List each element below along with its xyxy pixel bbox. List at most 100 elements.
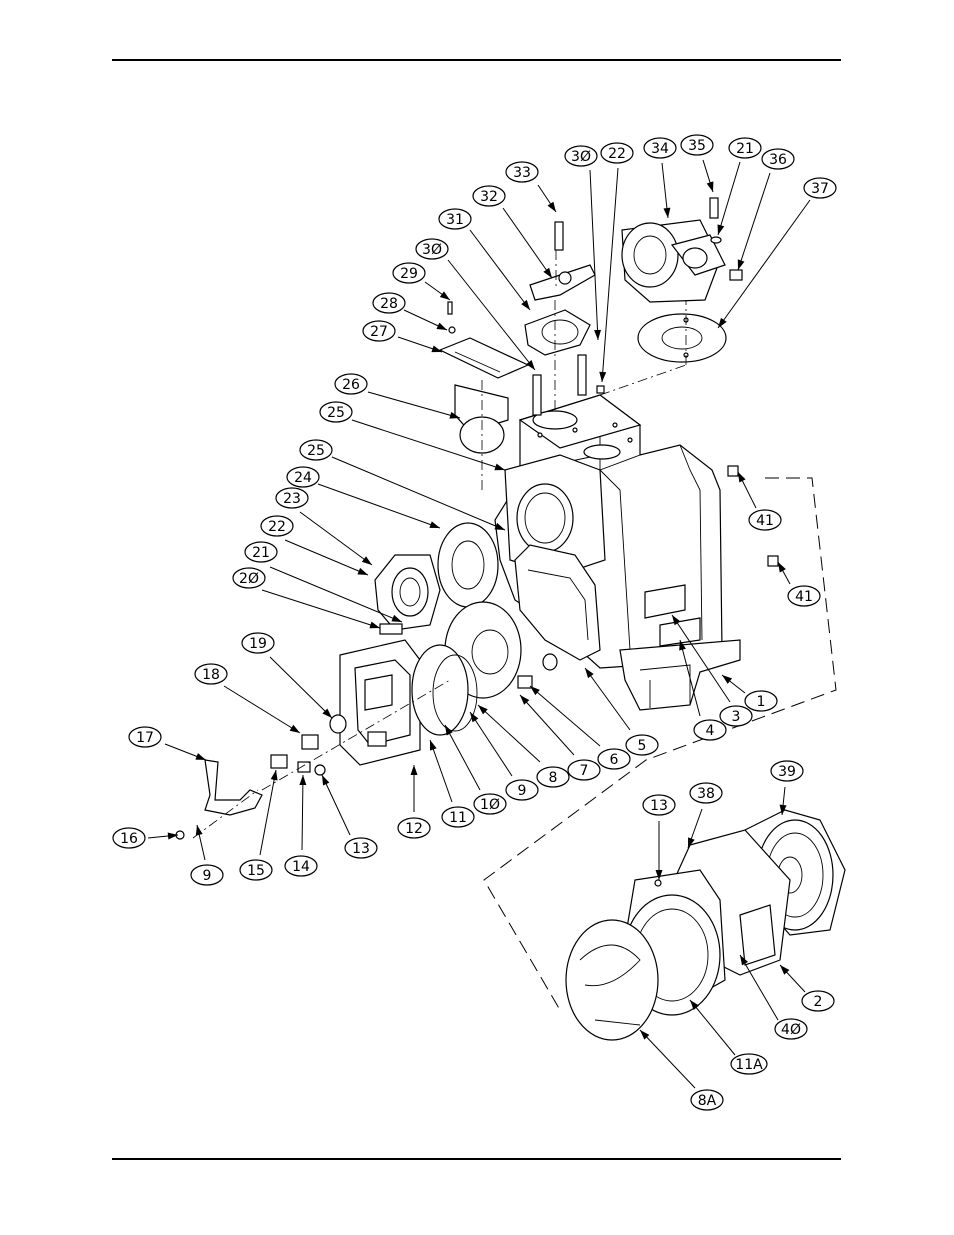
callout-label: 31 [446,212,464,228]
callout-arrow [663,208,670,218]
callout-11A: 11A [690,1000,767,1074]
callout-14: 14 [285,775,317,876]
callout-15: 15 [240,770,278,880]
discharge-gasket [638,314,726,362]
callout-arrow [548,202,556,212]
nut-22 [597,386,604,393]
callout-36: 36 [738,149,794,270]
callout-arrow [718,224,725,235]
callout-label: 4Ø [781,1022,801,1038]
gasket-19 [330,715,346,733]
callout-leader [478,705,540,762]
callout-arrow [436,323,447,330]
callout-arrow [195,753,206,760]
callout-label: 35 [688,138,706,154]
washer-28 [449,327,455,333]
callout-arrow [271,770,278,780]
callout-arrow [470,712,478,722]
callout-leader [300,512,372,565]
callout-arrow [494,464,505,471]
callout-leader [318,484,440,528]
callout-leader [260,770,276,855]
callout-leader [520,695,574,755]
callout-leader [285,540,368,575]
callout-label: 14 [292,859,310,875]
callout-leader [718,200,810,328]
callout-label: 9 [518,783,527,799]
callout-arrow [722,675,732,684]
callout-arrow [526,360,535,370]
callout-label: 4 [706,723,715,739]
callout-arrow [362,556,372,565]
callout-2: 2 [780,965,834,1011]
callout-20: 2Ø [233,568,380,628]
discharge-flange [622,220,725,302]
callout-9a: 9 [191,825,223,885]
callout-13a: 13 [322,775,377,858]
callout-label: 36 [769,152,787,168]
callout-leader [590,170,598,340]
callout-37: 37 [718,178,836,328]
callout-arrow [290,725,300,733]
callout-leader [470,712,512,776]
callout-label: 3 [732,709,741,725]
callout-1: 1 [722,675,777,711]
capscrew-30-left [533,375,541,415]
callout-leader [302,775,303,850]
callout-label: 41 [795,589,813,605]
callout-12: 12 [398,765,430,838]
callout-label: 21 [252,545,270,561]
callout-35: 35 [681,135,713,192]
callout-label: 16 [120,831,138,847]
callout-arrow [707,181,714,192]
callout-label: 24 [294,470,312,486]
union-18 [302,735,318,749]
callout-arrow [429,521,440,528]
callout-label: 41 [756,513,774,529]
callout-leader [640,1030,695,1088]
callout-arrow [357,568,368,575]
capscrew-20 [380,624,402,634]
callout-8: 8 [478,705,569,787]
callout-label: 29 [400,266,418,282]
suction-flange [375,555,440,630]
callout-6: 6 [530,686,630,769]
callout-leader [718,162,740,235]
callout-32: 32 [473,186,552,278]
callout-41b: 41 [778,562,820,606]
callout-leader [602,168,618,382]
capscrew-35 [710,198,718,218]
callout-27: 27 [363,321,442,352]
callout-label: 3Ø [422,242,442,258]
callout-label: 8 [549,770,558,786]
callout-leader [332,457,505,530]
callout-label: 6 [610,752,619,768]
callout-label: 22 [268,519,286,535]
callout-25b: 25 [300,440,505,530]
callout-41a: 41 [738,472,781,530]
callout-label: 5 [638,738,647,754]
callout-11: 11 [430,740,474,827]
callout-arrow [440,291,450,300]
callout-leader [530,686,600,746]
check-valve [525,222,595,355]
callout-arrow [585,668,594,678]
callout-arrow [299,775,306,785]
callout-label: 19 [249,636,267,652]
callout-label: 27 [370,324,388,340]
callout-label: 38 [697,786,715,802]
callout-17: 17 [129,727,206,760]
suction-gasket [438,523,498,607]
callout-leader [690,1000,735,1055]
callout-label: 18 [202,667,220,683]
callout-label: 22 [608,146,626,162]
callout-label: 25 [327,405,345,421]
callout-label: 13 [352,841,370,857]
callout-label: 39 [778,764,796,780]
callout-label: 33 [513,165,531,181]
screw-29 [448,302,452,314]
callout-label: 28 [380,296,398,312]
callout-33: 33 [506,162,556,212]
callout-label: 2Ø [239,571,259,587]
callout-label: 9 [203,868,212,884]
